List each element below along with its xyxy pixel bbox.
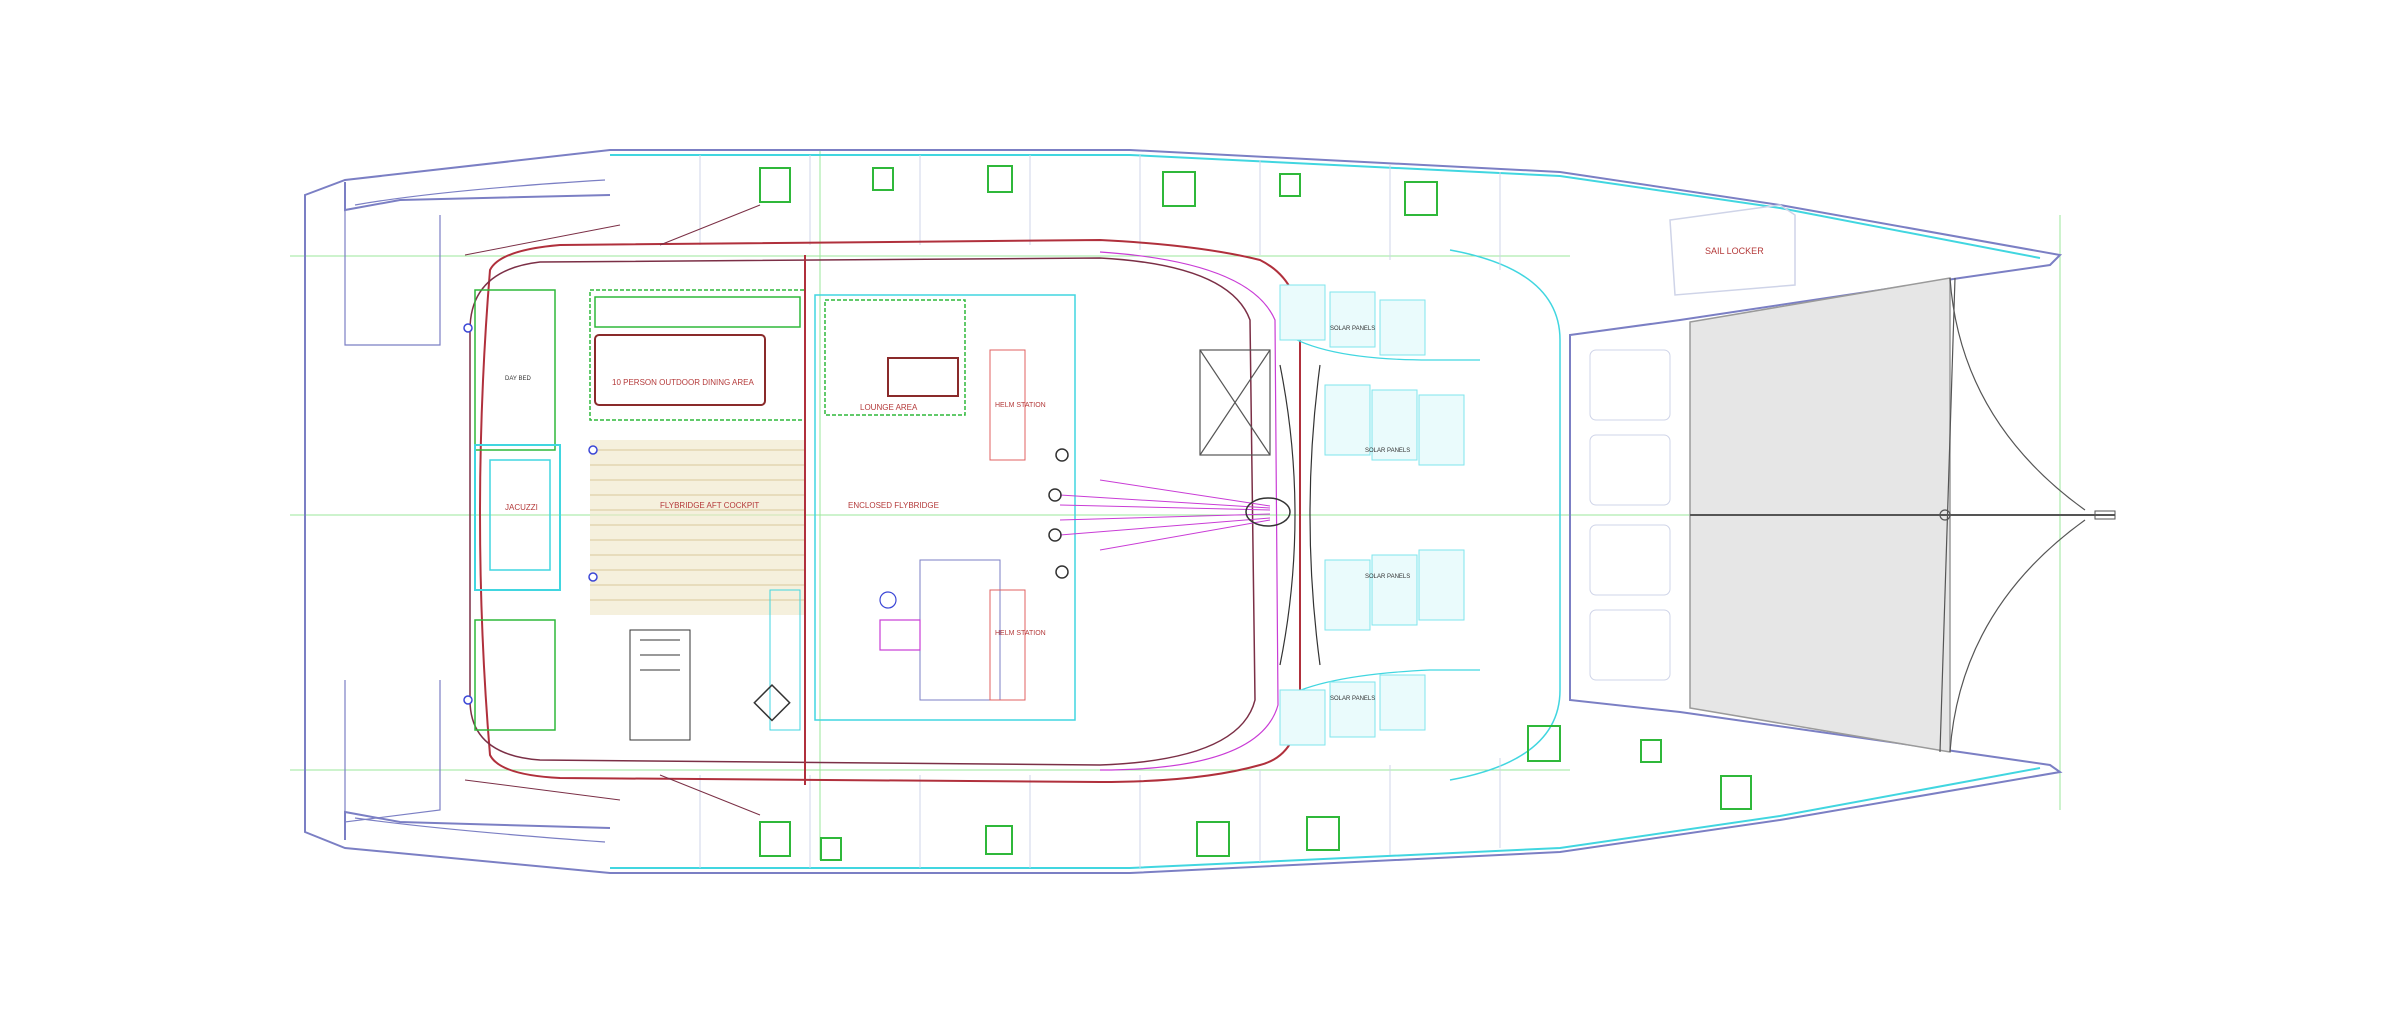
- enclosed-flybridge-label: ENCLOSED FLYBRIDGE: [848, 501, 939, 510]
- lounge-table: [887, 357, 959, 397]
- helm-station-bottom-label: HELM STATION: [995, 630, 1046, 637]
- sail-locker-outline: [1669, 204, 1796, 296]
- day-bed-label: DAY BED: [505, 376, 531, 382]
- deck-panel-lines: [699, 155, 1671, 868]
- deck-hatch: [1720, 775, 1752, 810]
- deck-hatch: [759, 167, 791, 203]
- solar-panels-bottom-label: SOLAR PANELS: [1330, 696, 1375, 702]
- solar-panel: [1379, 674, 1426, 731]
- deck-hatch: [1162, 171, 1196, 207]
- windscreen: [1199, 349, 1321, 666]
- sail-locker-label: SAIL LOCKER: [1705, 246, 1764, 256]
- solar-panel: [1329, 681, 1376, 738]
- dining-table: [594, 334, 766, 406]
- deck-hatch: [1527, 725, 1561, 762]
- solar-panels-mid-bottom-label: SOLAR PANELS: [1365, 574, 1410, 580]
- deck-hatch: [820, 837, 842, 861]
- solar-panel: [1371, 389, 1418, 461]
- solar-panel: [1418, 394, 1465, 466]
- deck-hatch: [1306, 816, 1340, 851]
- deck-hatch: [759, 821, 791, 857]
- winches: [1048, 448, 1291, 579]
- solar-panel: [1279, 689, 1326, 746]
- deck-hatch: [985, 825, 1013, 855]
- flybridge-aft-cockpit-label: FLYBRIDGE AFT COCKPIT: [660, 501, 759, 510]
- lounge-area-label: LOUNGE AREA: [860, 403, 918, 412]
- sheet-lines: [1059, 479, 1271, 551]
- solar-panel: [1329, 291, 1376, 348]
- deck-hatches: [759, 165, 1752, 861]
- stern-steps: [344, 179, 606, 843]
- trampoline-net: [1689, 277, 2116, 753]
- solar-panels-mid-top-label: SOLAR PANELS: [1365, 448, 1410, 454]
- deck-hatch: [1279, 173, 1301, 197]
- deck-hatch: [872, 167, 894, 191]
- solar-panel-arrays: [1279, 284, 1465, 746]
- solar-panel: [1324, 559, 1371, 631]
- solar-panel: [1324, 384, 1371, 456]
- deck-hatch: [1404, 181, 1438, 216]
- deck-hatch: [987, 165, 1013, 193]
- solar-panel: [1418, 549, 1465, 621]
- outdoor-dining-label: 10 PERSON OUTDOOR DINING AREA: [612, 378, 754, 387]
- inner-hull-line: [610, 154, 2041, 869]
- stanchion-markers: [463, 323, 598, 705]
- solar-panel: [1279, 284, 1326, 341]
- hull-outline: [304, 149, 2063, 874]
- helm-station-top-label: HELM STATION: [995, 402, 1046, 409]
- aft-cockpit-deck: [590, 440, 805, 615]
- enclosed-flybridge-interior: [753, 294, 1076, 722]
- jacuzzi-label: JACUZZI: [505, 503, 538, 512]
- deck-hatch: [1640, 739, 1662, 763]
- deck-hatch: [1196, 821, 1230, 857]
- solar-panel: [1371, 554, 1418, 626]
- solar-panels-top-label: SOLAR PANELS: [1330, 326, 1375, 332]
- solar-panel: [1379, 299, 1426, 356]
- stern-lines: [464, 204, 761, 816]
